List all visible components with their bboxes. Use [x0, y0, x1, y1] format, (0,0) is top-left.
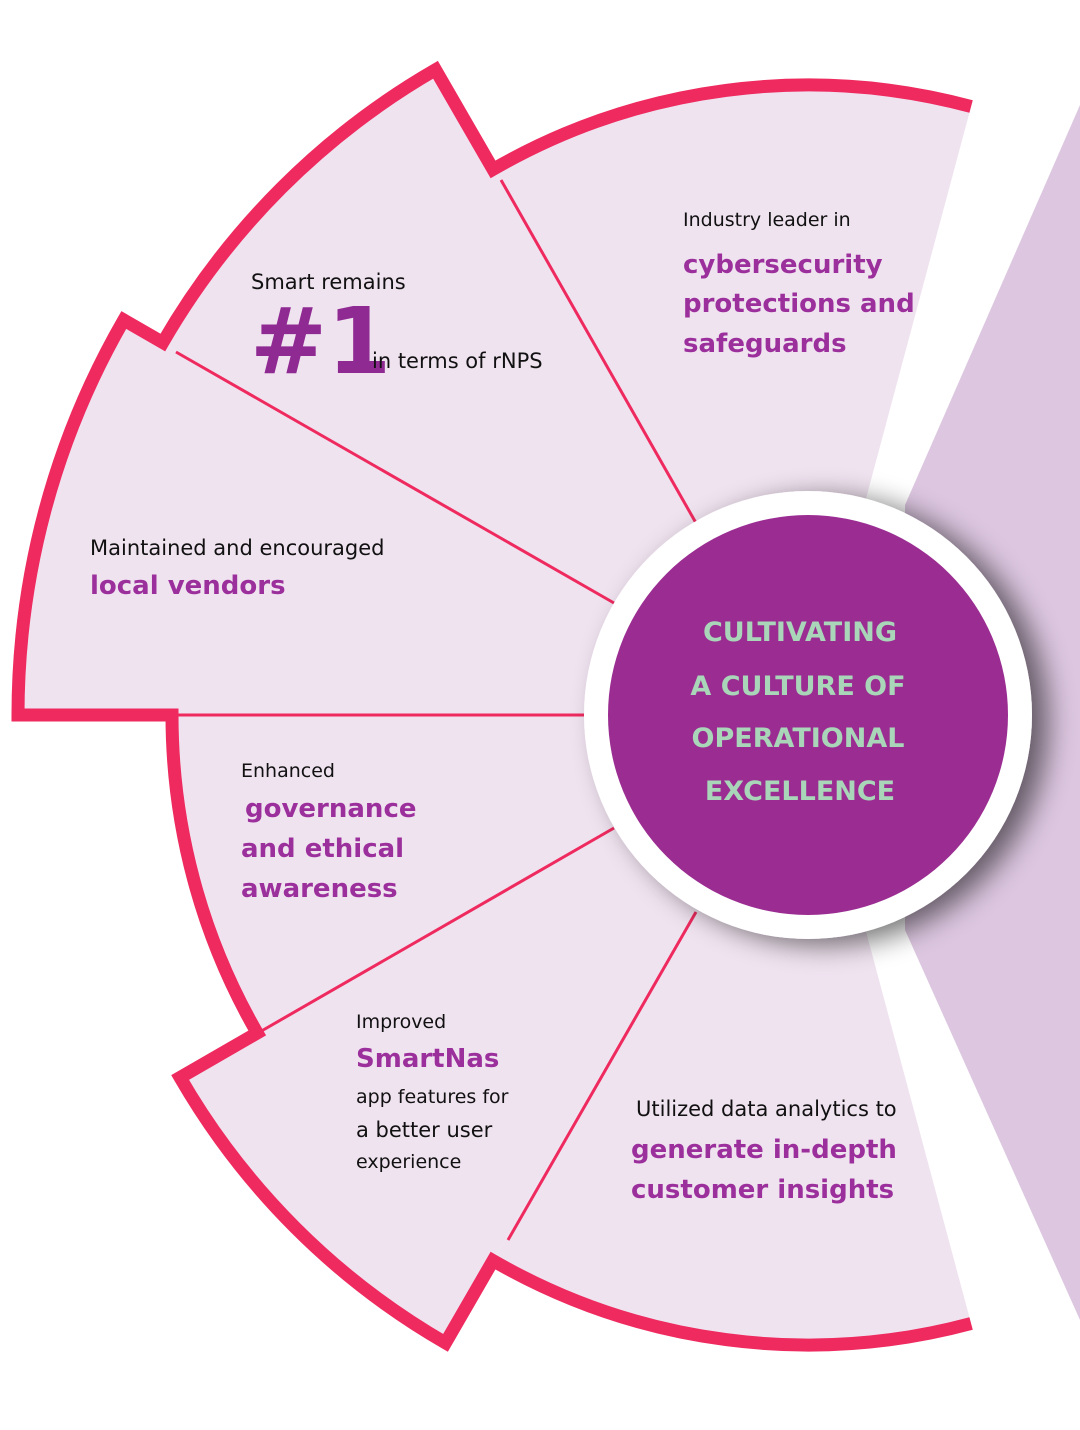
segment-highlight: local vendors	[90, 571, 286, 601]
segment-highlight: generate in-depth	[631, 1135, 897, 1165]
segment-intro: Industry leader in	[683, 209, 851, 231]
segment-intro: Enhanced	[241, 760, 335, 782]
center-title-line: EXCELLENCE	[705, 776, 895, 807]
divider-group	[172, 179, 698, 1241]
segment-highlight: customer insights	[631, 1175, 894, 1205]
segment-highlight: governance	[245, 794, 417, 824]
segment-intro: Improved	[356, 1011, 446, 1033]
segment-intro: Maintained and encouraged	[90, 536, 385, 560]
segment-highlight: safeguards	[683, 329, 847, 359]
segment-cybersecurity	[493, 85, 972, 715]
segment-outro: app features for	[356, 1086, 509, 1108]
center-title-line: OPERATIONAL	[692, 723, 905, 754]
segment-intro: Smart remains	[251, 270, 406, 294]
segment-analytics	[493, 715, 972, 1345]
outer-border	[11, 60, 973, 1352]
segment-highlight: and ethical	[241, 834, 404, 864]
segment-rnps	[162, 69, 809, 716]
divider-line	[506, 911, 698, 1241]
center-title-line: A CULTURE OF	[690, 671, 905, 702]
segment-rnps-text: Smart remains #1 in terms of rNPS	[250, 270, 543, 395]
segment-outro: a better user	[356, 1118, 493, 1142]
segment-group	[11, 60, 973, 1352]
divider-line	[257, 826, 615, 1035]
segment-highlight: protections and	[683, 289, 915, 319]
segment-outro: experience	[356, 1151, 461, 1173]
segment-vendors-text: Maintained and encouraged local vendors	[90, 536, 385, 601]
segment-suffix: in terms of rNPS	[372, 349, 543, 373]
segment-analytics-text: Utilized data analytics to generate in-d…	[631, 1097, 897, 1205]
rank-number: #1	[250, 288, 391, 395]
divider-line	[175, 350, 615, 605]
segment-smartnas-text: Improved SmartNas app features for a bet…	[356, 1011, 509, 1173]
divider-line	[499, 179, 698, 524]
segment-highlight: awareness	[241, 874, 398, 904]
center-title-line: CULTIVATING	[703, 617, 897, 648]
segment-governance-text: Enhanced governance and ethical awarenes…	[241, 760, 417, 904]
segment-highlight: cybersecurity	[683, 250, 883, 280]
center-circle	[608, 515, 1008, 915]
segment-cybersecurity-text: Industry leader in cybersecurity protect…	[683, 209, 915, 359]
segment-intro: Utilized data analytics to	[636, 1097, 897, 1121]
segment-highlight: SmartNas	[356, 1044, 499, 1074]
